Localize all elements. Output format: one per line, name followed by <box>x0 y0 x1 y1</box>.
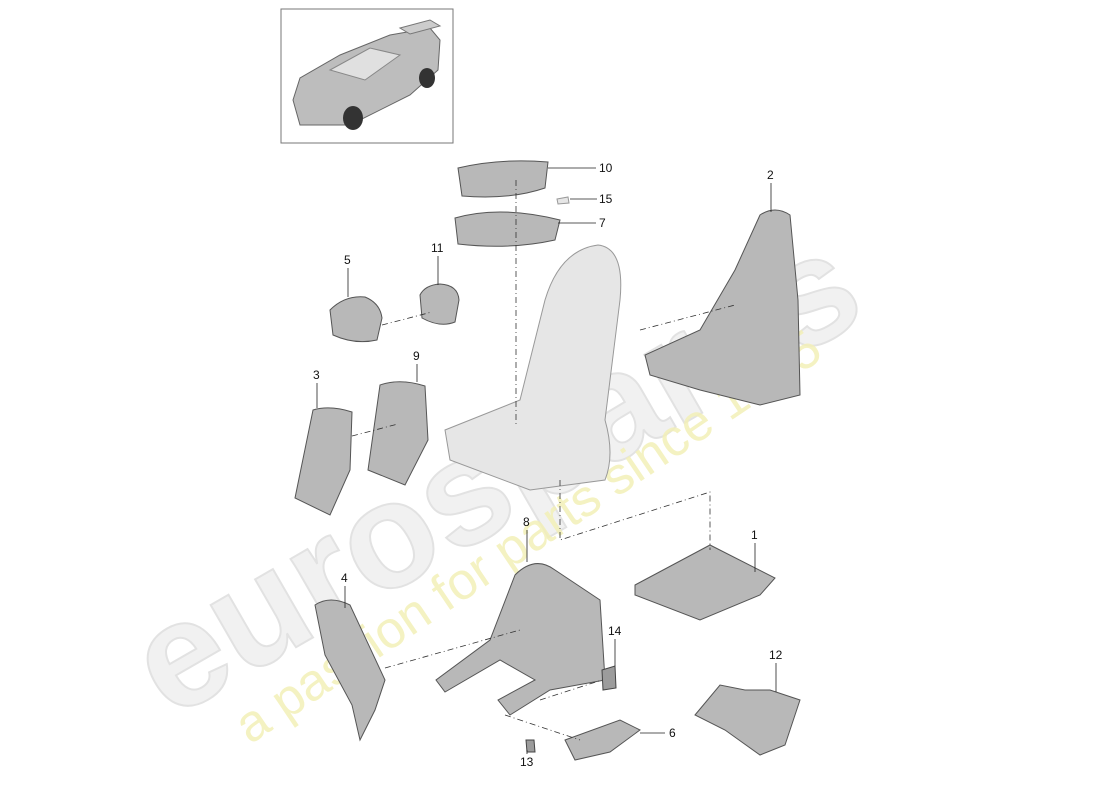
part-11-pad[interactable] <box>419 283 460 325</box>
callout-3[interactable]: 3 <box>313 368 320 382</box>
callout-12[interactable]: 12 <box>769 648 783 662</box>
part-10-cushion[interactable] <box>457 160 549 198</box>
callout-1[interactable]: 1 <box>751 528 758 542</box>
callout-15[interactable]: 15 <box>599 192 613 206</box>
leader-lines <box>316 167 777 754</box>
car-thumbnail[interactable] <box>280 8 454 144</box>
callout-2[interactable]: 2 <box>767 168 774 182</box>
part-6-cover[interactable] <box>564 719 641 761</box>
callout-14[interactable]: 14 <box>608 624 622 638</box>
callout-7[interactable]: 7 <box>599 216 606 230</box>
part-5-pad[interactable] <box>329 296 383 343</box>
part-1-seat-rail[interactable] <box>634 544 776 621</box>
callout-4[interactable]: 4 <box>341 571 348 585</box>
callout-11[interactable]: 11 <box>431 241 444 255</box>
part-14-clip[interactable] <box>601 665 617 691</box>
seat-assembly[interactable] <box>444 244 622 491</box>
callout-6[interactable]: 6 <box>669 726 676 740</box>
part-15-clip[interactable] <box>556 196 570 205</box>
callout-13[interactable]: 13 <box>520 755 534 769</box>
car-thumbnail-icon <box>292 19 442 130</box>
callout-9[interactable]: 9 <box>413 349 420 363</box>
part-3-backrest-pad[interactable] <box>294 407 353 516</box>
part-2-seat-shell[interactable] <box>644 209 801 406</box>
callout-5[interactable]: 5 <box>344 253 351 267</box>
part-13-clip[interactable] <box>525 739 536 753</box>
assembly-lines <box>351 180 736 741</box>
callouts: 10 15 7 2 5 11 9 3 1 8 4 14 12 6 13 <box>313 161 783 769</box>
callout-10[interactable]: 10 <box>599 161 613 175</box>
callout-8[interactable]: 8 <box>523 515 530 529</box>
part-12-bracket[interactable] <box>694 684 801 756</box>
part-8-side-panel[interactable] <box>435 563 606 716</box>
part-7-cushion[interactable] <box>454 211 561 247</box>
part-9-backrest-pad[interactable] <box>367 381 429 486</box>
